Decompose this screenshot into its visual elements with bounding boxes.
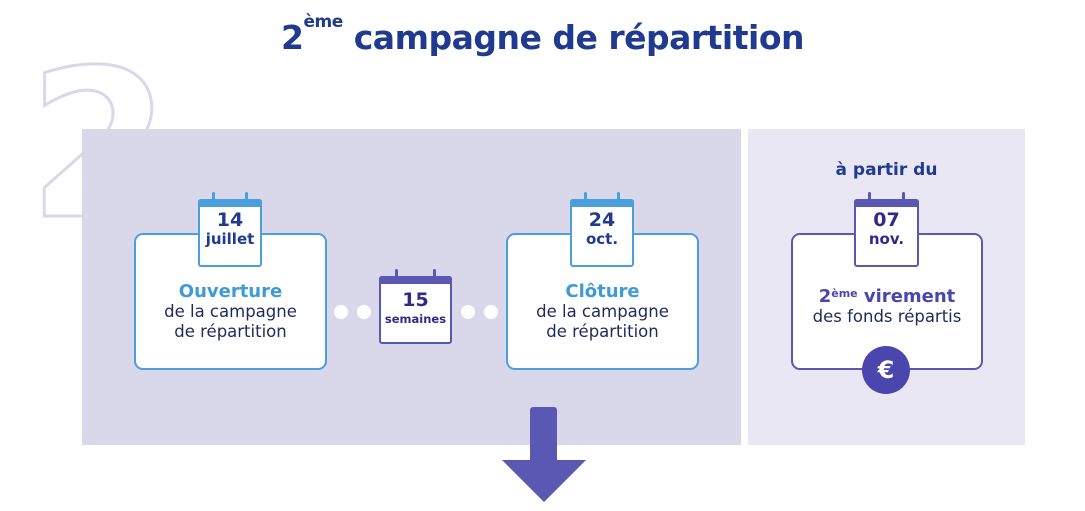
- opening-month: juillet: [205, 230, 255, 248]
- opening-day: 14: [216, 209, 244, 231]
- closing-month: oct.: [585, 230, 619, 248]
- page-title: 2ème campagne de répartition: [281, 12, 804, 57]
- closing-heading: Clôture: [565, 281, 640, 302]
- transfer-line1: des fonds répartis: [812, 307, 962, 326]
- timeline-dot: [461, 305, 475, 319]
- from-date-label: à partir du: [835, 160, 938, 180]
- opening-calendar-icon: 14 juillet: [198, 192, 262, 267]
- transfer-heading: 2ème virement: [818, 286, 956, 307]
- opening-heading: Ouverture: [178, 281, 283, 302]
- timeline-dot: [357, 305, 371, 319]
- closing-line2: de répartition: [546, 322, 659, 341]
- closing-day: 24: [588, 209, 616, 231]
- duration-unit: semaines: [384, 312, 447, 326]
- down-arrow-icon: [530, 407, 557, 462]
- closing-calendar-icon: 24 oct.: [570, 192, 634, 267]
- timeline-dot: [334, 305, 348, 319]
- euro-icon: €: [862, 346, 910, 394]
- opening-line1: de la campagne: [164, 302, 297, 321]
- duration-calendar-icon: 15 semaines: [379, 269, 452, 344]
- opening-line2: de répartition: [174, 322, 287, 341]
- closing-card: Clôture de la campagne de répartition: [506, 233, 699, 370]
- timeline-dot: [484, 305, 498, 319]
- duration-value: 15: [402, 289, 429, 311]
- transfer-month: nov.: [868, 230, 905, 248]
- dashed-divider: [741, 129, 748, 445]
- transfer-calendar-icon: 07 nov.: [854, 192, 919, 267]
- closing-line1: de la campagne: [536, 302, 669, 321]
- down-arrow-head: [502, 460, 586, 502]
- transfer-day: 07: [873, 209, 900, 231]
